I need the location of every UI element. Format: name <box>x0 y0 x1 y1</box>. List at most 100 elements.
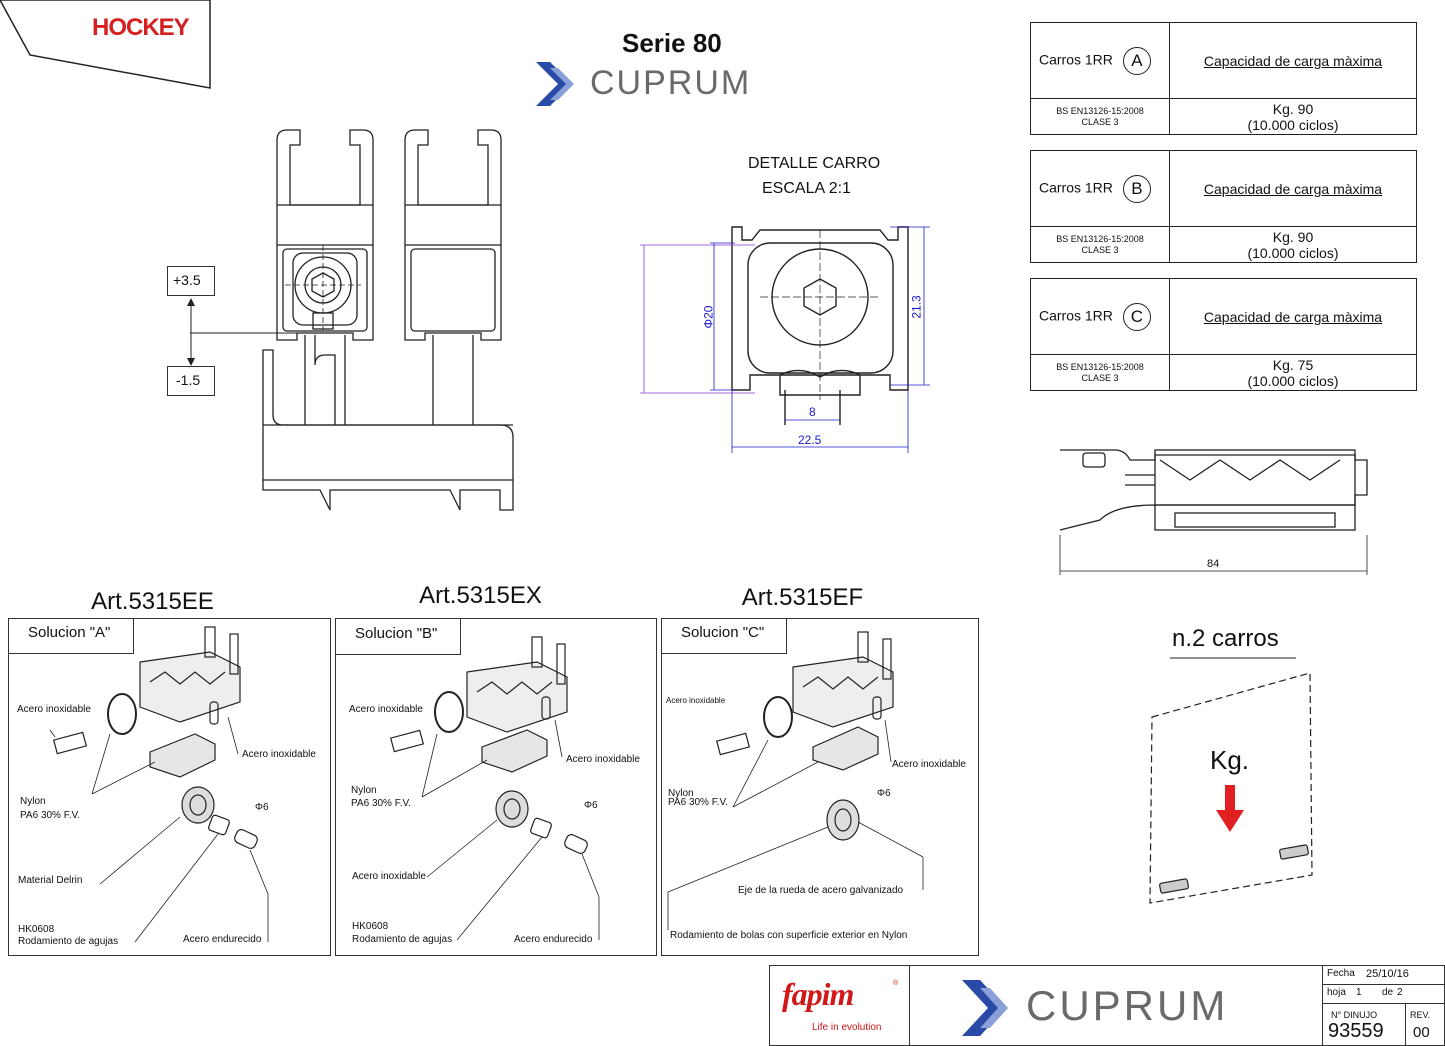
footer-divider-3 <box>1405 1003 1406 1046</box>
norm: BS EN13126-15:2008 <box>1056 233 1144 244</box>
exploded-view-b <box>389 636 600 941</box>
art-title-c: Art.5315EF <box>741 584 864 611</box>
carro-side-view <box>1059 449 1368 575</box>
dinujo-label: N° DINUJO <box>1331 1010 1378 1020</box>
cuprum-chevron-icon <box>536 62 574 106</box>
a-label-nylon1: Nylon <box>20 796 46 807</box>
adjust-arrow <box>187 298 195 366</box>
adjust-plus-label: +3.5 <box>173 272 201 288</box>
solucion-c-label: Solucion "C" <box>661 618 787 654</box>
detalle-carro-drawing <box>640 226 930 453</box>
kg: Kg. 90 <box>1272 100 1314 117</box>
detalle-line1: DETALLE CARRO <box>748 155 881 172</box>
hockey-brand-tag <box>0 0 211 89</box>
fapim-tagline: Life in evolution <box>812 1022 882 1033</box>
a-label-acero2: Acero inoxidable <box>242 749 316 760</box>
spec-table-c: Carros 1RR C Capacidad de carga màxima BS… <box>1030 278 1417 391</box>
dim-w225: 22.5 <box>798 433 822 447</box>
a-label-delrin: Material Delrin <box>18 875 83 886</box>
carro-label: Carros 1RR <box>1039 307 1113 324</box>
serie-title: Serie 80 <box>622 28 722 58</box>
solucion-a-label: Solucion "A" <box>8 618 134 654</box>
a-label-endurecido: Acero endurecido <box>183 934 262 945</box>
de-label: de <box>1382 987 1394 998</box>
capacity-label: Capacidad de carga màxima <box>1169 22 1417 99</box>
dinujo-value: 93559 <box>1328 1020 1384 1042</box>
dim-w8: 8 <box>809 405 816 419</box>
carro-label: Carros 1RR <box>1039 51 1113 68</box>
a-label-hk1: HK0608 <box>18 924 55 935</box>
c-label-nylon2: PA6 30% F.V. <box>668 797 729 808</box>
b-label-phi: Φ6 <box>584 800 598 811</box>
footer-divider-1 <box>1322 984 1445 985</box>
fecha-value: 25/10/16 <box>1366 968 1409 980</box>
b-label-acero2: Acero inoxidable <box>566 754 640 765</box>
cycles: (10.000 ciclos) <box>1247 244 1339 261</box>
hoja-label: hoja <box>1327 987 1346 998</box>
panel-solucion-b <box>335 618 657 956</box>
clase: CLASE 3 <box>1081 116 1119 127</box>
c-label-eje: Eje de la rueda de acero galvanizado <box>738 885 904 896</box>
solucion-b-label: Solucion "B" <box>335 619 461 655</box>
hoja-value: 1 <box>1356 987 1362 998</box>
b-label-acero1: Acero inoxidable <box>349 704 423 715</box>
adjust-minus-box <box>167 366 215 396</box>
capacity-label: Capacidad de carga màxima <box>1169 278 1417 355</box>
a-label-phi: Φ6 <box>255 802 269 813</box>
hockey-label: HOCKEY <box>92 14 190 41</box>
norm: BS EN13126-15:2008 <box>1056 361 1144 372</box>
clase: CLASE 3 <box>1081 372 1119 383</box>
c-label-acero2: Acero inoxidable <box>892 759 966 770</box>
letter-circle: C <box>1122 302 1151 331</box>
footer-cuprum-chevron-icon <box>962 980 1008 1036</box>
panel-solucion-a <box>8 618 331 956</box>
footer-cuprum-text: CUPRUM <box>1026 982 1229 1029</box>
dim-w84: 84 <box>1207 558 1220 570</box>
b-label-hk1: HK0608 <box>352 921 389 932</box>
letter-circle: B <box>1122 174 1151 203</box>
spec-table-b: Carros 1RR B Capacidad de carga màxima BS… <box>1030 150 1417 263</box>
clase: CLASE 3 <box>1081 244 1119 255</box>
b-label-nylon2: PA6 30% F.V. <box>351 798 412 809</box>
rev-label: REV. <box>1410 1010 1431 1020</box>
b-label-nylon1: Nylon <box>351 785 377 796</box>
rev-value: 00 <box>1413 1024 1430 1041</box>
exploded-view-c <box>667 631 924 930</box>
cycles: (10.000 ciclos) <box>1247 116 1339 133</box>
kg: Kg. 90 <box>1272 228 1314 245</box>
c-label-rodamiento: Rodamiento de bolas con superficie exter… <box>670 930 908 941</box>
fapim-logo: fapim <box>782 976 854 1012</box>
carro-label: Carros 1RR <box>1039 179 1113 196</box>
b-label-hk2: Rodamiento de agujas <box>352 934 453 945</box>
fapim-reg: ® <box>893 980 899 987</box>
letter-circle: A <box>1122 46 1151 75</box>
a-label-acero1: Acero inoxidable <box>17 704 91 715</box>
carros-kg-label: Kg. <box>1210 745 1250 775</box>
adjust-plus-box <box>167 266 215 296</box>
a-label-nylon2: PA6 30% F.V. <box>20 810 81 821</box>
cycles: (10.000 ciclos) <box>1247 372 1339 389</box>
detalle-line2: ESCALA 2:1 <box>762 180 851 197</box>
c-label-phi: Φ6 <box>877 788 891 799</box>
de-value: 2 <box>1397 987 1403 998</box>
cuprum-logo-text: CUPRUM <box>590 64 752 102</box>
dim-h213: 21.3 <box>909 295 924 319</box>
a-label-hk2: Rodamiento de agujas <box>18 936 119 947</box>
profile-section-drawing <box>190 129 514 511</box>
footer-divider-2 <box>1322 1003 1445 1004</box>
c-label-nylon1: Nylon <box>668 788 694 799</box>
panel-carros-diagram <box>1149 657 1313 904</box>
exploded-view-a <box>49 626 269 943</box>
fecha-label: Fecha <box>1327 968 1355 979</box>
panel-solucion-c <box>661 618 979 956</box>
capacity-label: Capacidad de carga màxima <box>1169 150 1417 227</box>
art-title-b: Art.5315EX <box>419 582 542 609</box>
carros-title: n.2 carros <box>1172 625 1279 652</box>
dim-d20: Φ20 <box>701 305 716 329</box>
kg: Kg. 75 <box>1272 356 1314 373</box>
c-label-acero1: Acero inoxidable <box>666 696 726 705</box>
adjust-minus-label: -1.5 <box>176 372 201 388</box>
b-label-endurecido: Acero endurecido <box>514 934 593 945</box>
norm: BS EN13126-15:2008 <box>1056 105 1144 116</box>
b-label-delrin: Acero inoxidable <box>352 871 426 882</box>
